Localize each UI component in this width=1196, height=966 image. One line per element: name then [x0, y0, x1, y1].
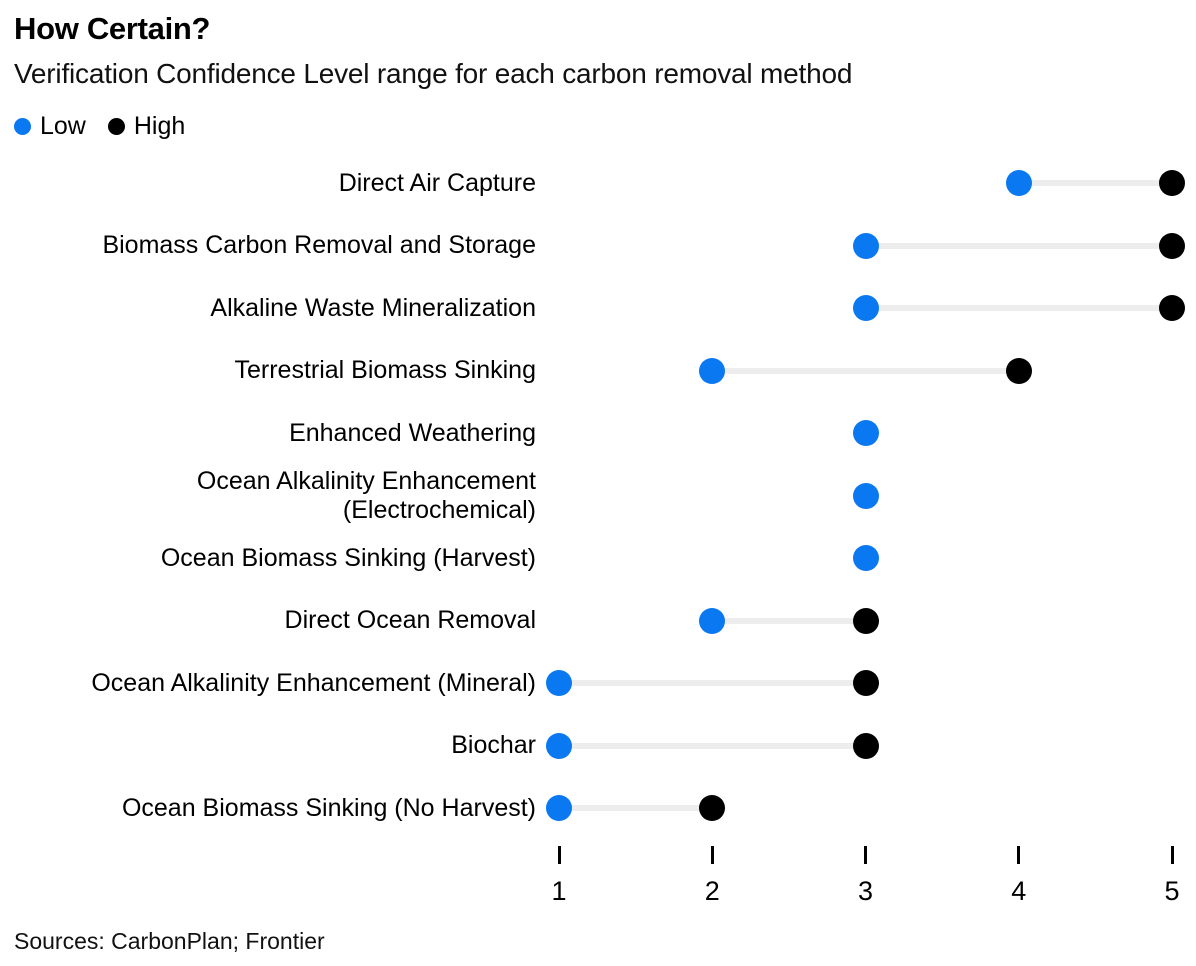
range-connector: [559, 742, 866, 749]
x-axis-tick-mark: [710, 846, 714, 864]
data-point-low[interactable]: [699, 357, 726, 384]
data-point-low[interactable]: [852, 545, 879, 571]
sources-note: Sources: CarbonPlan; Frontier: [14, 928, 325, 954]
row-label: Ocean Biomass Sinking (Harvest): [160, 543, 536, 572]
row-label: Terrestrial Biomass Sinking: [234, 356, 537, 384]
range-connector: [559, 805, 713, 811]
legend-item-high[interactable]: High: [107, 111, 186, 140]
chart-row: Ocean Biomass Sinking (Harvest): [0, 527, 1196, 589]
range-connector: [1018, 180, 1172, 186]
legend-label-high: High: [133, 111, 186, 140]
chart-row: Ocean Alkalinity Enhancement (Electroche…: [0, 465, 1196, 527]
x-axis-tick-label: 3: [857, 876, 874, 906]
x-axis-tick-label: 1: [551, 876, 567, 906]
page-subtitle: Verification Confidence Level range for …: [14, 58, 853, 89]
row-label: Biomass Carbon Removal and Storage: [102, 231, 536, 259]
chart-legend: Low High: [14, 110, 185, 142]
circle-marker-icon-high: [107, 117, 125, 135]
row-label: Alkaline Waste Mineralization: [210, 293, 536, 322]
data-point-high[interactable]: [1159, 295, 1185, 321]
chart-row: Terrestrial Biomass Sinking: [0, 340, 1196, 402]
range-connector: [712, 367, 1019, 374]
chart-row: Biochar: [0, 715, 1196, 777]
chart-row: Direct Ocean Removal: [0, 590, 1196, 652]
row-label: Direct Air Capture: [338, 168, 536, 197]
row-label: Ocean Biomass Sinking (No Harvest): [121, 793, 536, 822]
legend-item-low[interactable]: Low: [14, 111, 86, 140]
chart-row: Ocean Alkalinity Enhancement (Mineral): [0, 652, 1196, 714]
range-connector: [865, 305, 1172, 311]
data-point-high[interactable]: [852, 732, 879, 759]
legend-label-low: Low: [40, 111, 86, 140]
chart-row: Direct Air Capture: [0, 152, 1196, 214]
row-label: Enhanced Weathering: [289, 418, 536, 447]
range-connector: [865, 242, 1172, 249]
x-axis-tick-label: 2: [704, 876, 720, 906]
data-point-high[interactable]: [1159, 232, 1185, 259]
range-connector: [712, 617, 866, 624]
row-label: Ocean Alkalinity Enhancement (Mineral): [91, 668, 536, 697]
row-label: Ocean Alkalinity Enhancement (Electroche…: [196, 466, 536, 524]
data-point-low[interactable]: [699, 607, 726, 634]
chart-row: Ocean Biomass Sinking (No Harvest): [0, 777, 1196, 839]
x-axis-tick-label: 5: [1164, 876, 1180, 906]
data-point-low[interactable]: [852, 232, 879, 259]
chart-row: Alkaline Waste Mineralization: [0, 277, 1196, 339]
data-point-high[interactable]: [1005, 357, 1032, 384]
x-axis-tick-mark: [1170, 846, 1174, 864]
data-point-low[interactable]: [546, 795, 572, 821]
data-point-low[interactable]: [852, 482, 879, 509]
row-label: Biochar: [451, 731, 536, 759]
data-point-low[interactable]: [852, 420, 879, 446]
data-point-high[interactable]: [852, 670, 879, 696]
range-connector: [559, 680, 866, 686]
data-point-high[interactable]: [699, 795, 726, 821]
x-axis-tick-mark: [864, 846, 867, 864]
data-point-low[interactable]: [1005, 170, 1032, 196]
x-axis-tick-mark: [1017, 846, 1021, 864]
data-point-low[interactable]: [546, 732, 572, 759]
data-point-low[interactable]: [546, 670, 572, 696]
data-point-high[interactable]: [852, 607, 879, 634]
chart-row: Enhanced Weathering: [0, 402, 1196, 464]
x-axis: 1 2 3 4 5: [0, 846, 1196, 966]
data-point-high[interactable]: [1159, 170, 1185, 196]
circle-marker-icon-low: [14, 117, 31, 135]
row-label: Direct Ocean Removal: [284, 606, 536, 634]
x-axis-tick-label: 4: [1011, 876, 1027, 906]
chart-row: Biomass Carbon Removal and Storage: [0, 215, 1196, 277]
page-title: How Certain?: [14, 11, 211, 46]
data-point-low[interactable]: [852, 295, 879, 321]
x-axis-tick-mark: [557, 846, 561, 864]
